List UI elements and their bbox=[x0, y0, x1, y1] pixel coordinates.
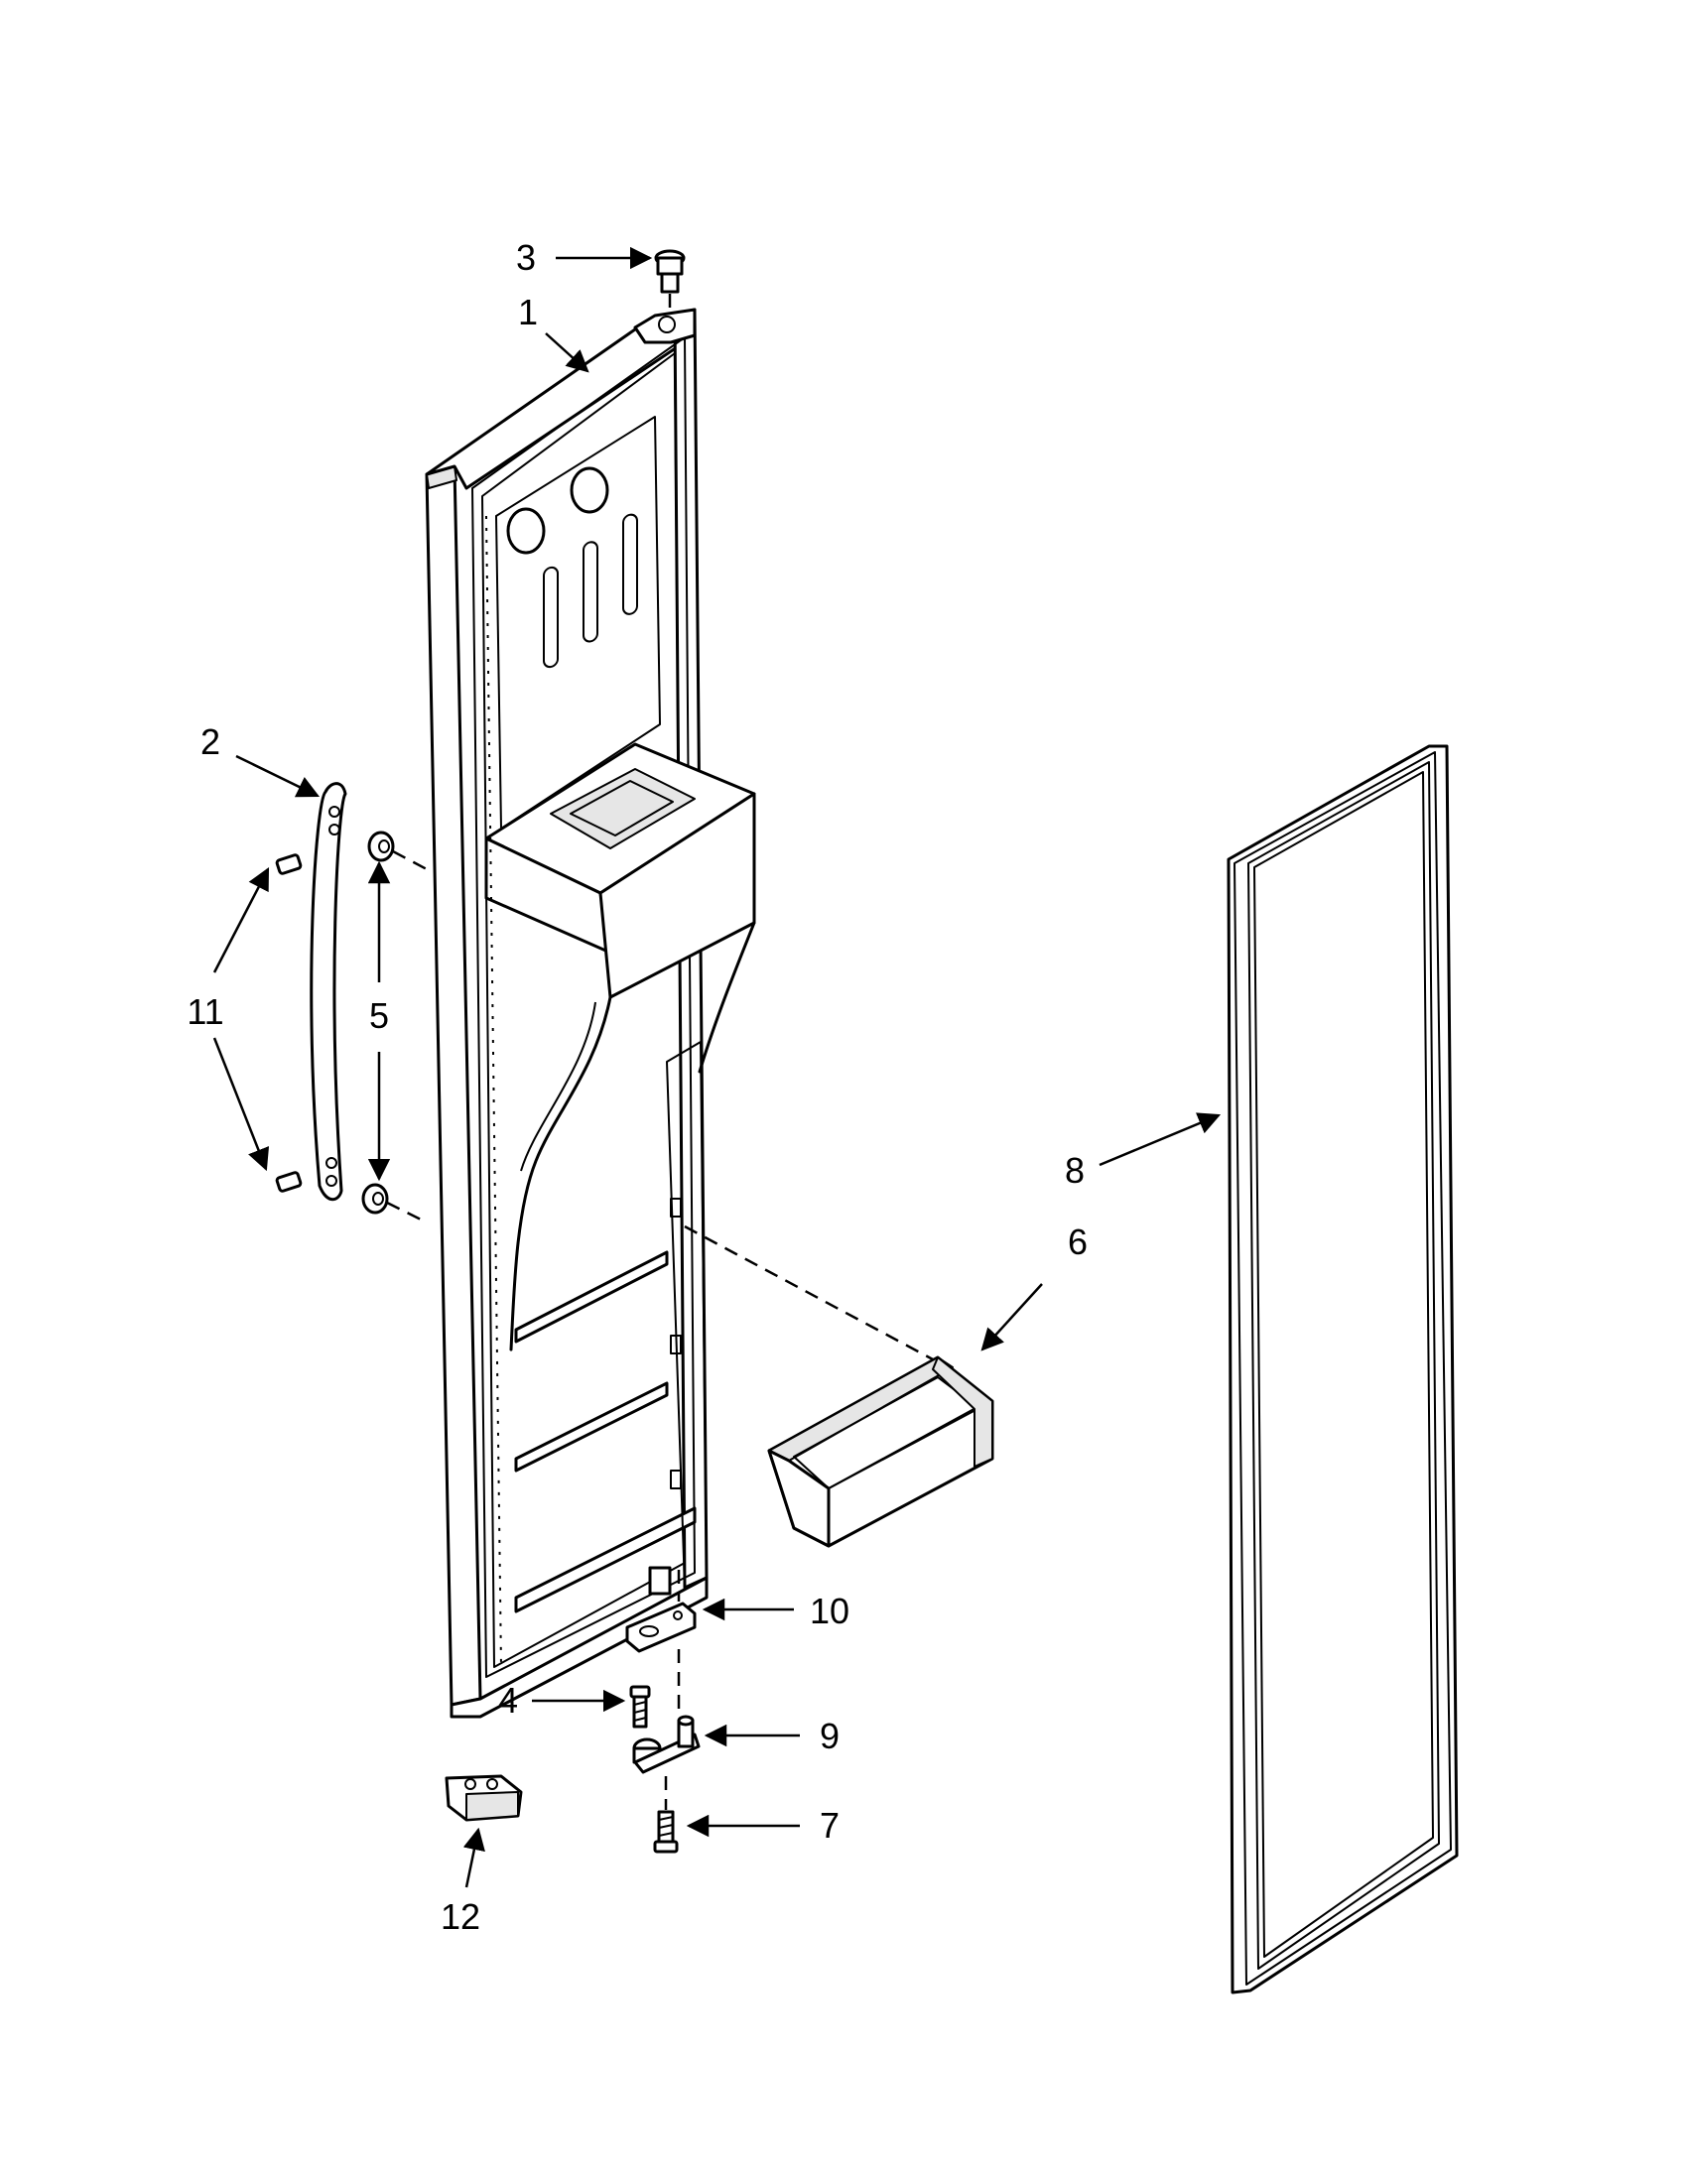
leader-arrows bbox=[212, 246, 1222, 1888]
callout-10: 10 bbox=[810, 1591, 849, 1631]
part-3-hinge-pin bbox=[654, 249, 686, 294]
callout-4: 4 bbox=[498, 1680, 518, 1721]
callout-1: 1 bbox=[518, 292, 538, 332]
part-8-door-gasket bbox=[1227, 744, 1459, 1994]
callout-9: 9 bbox=[820, 1716, 840, 1756]
callout-12: 12 bbox=[441, 1896, 480, 1937]
callout-3: 3 bbox=[516, 237, 536, 278]
callout-7: 7 bbox=[820, 1805, 840, 1846]
callout-11: 11 bbox=[187, 991, 223, 1032]
callout-6: 6 bbox=[1068, 1221, 1088, 1262]
part-12-hinge-cover bbox=[445, 1774, 523, 1822]
callout-8: 8 bbox=[1065, 1150, 1085, 1191]
part-4-screw bbox=[629, 1685, 651, 1729]
callout-5: 5 bbox=[369, 995, 389, 1036]
part-11-set-screws bbox=[275, 853, 303, 1193]
part-10-hinge-bracket bbox=[625, 1602, 697, 1653]
part-7-screw bbox=[653, 1810, 679, 1854]
part-6-door-bin bbox=[767, 1355, 994, 1548]
part-5-spacers bbox=[361, 831, 395, 1215]
part-2-door-handle bbox=[310, 782, 347, 1202]
door-assembly bbox=[425, 308, 756, 1719]
callout-2: 2 bbox=[200, 721, 220, 762]
part-9-bottom-hinge bbox=[632, 1715, 701, 1774]
